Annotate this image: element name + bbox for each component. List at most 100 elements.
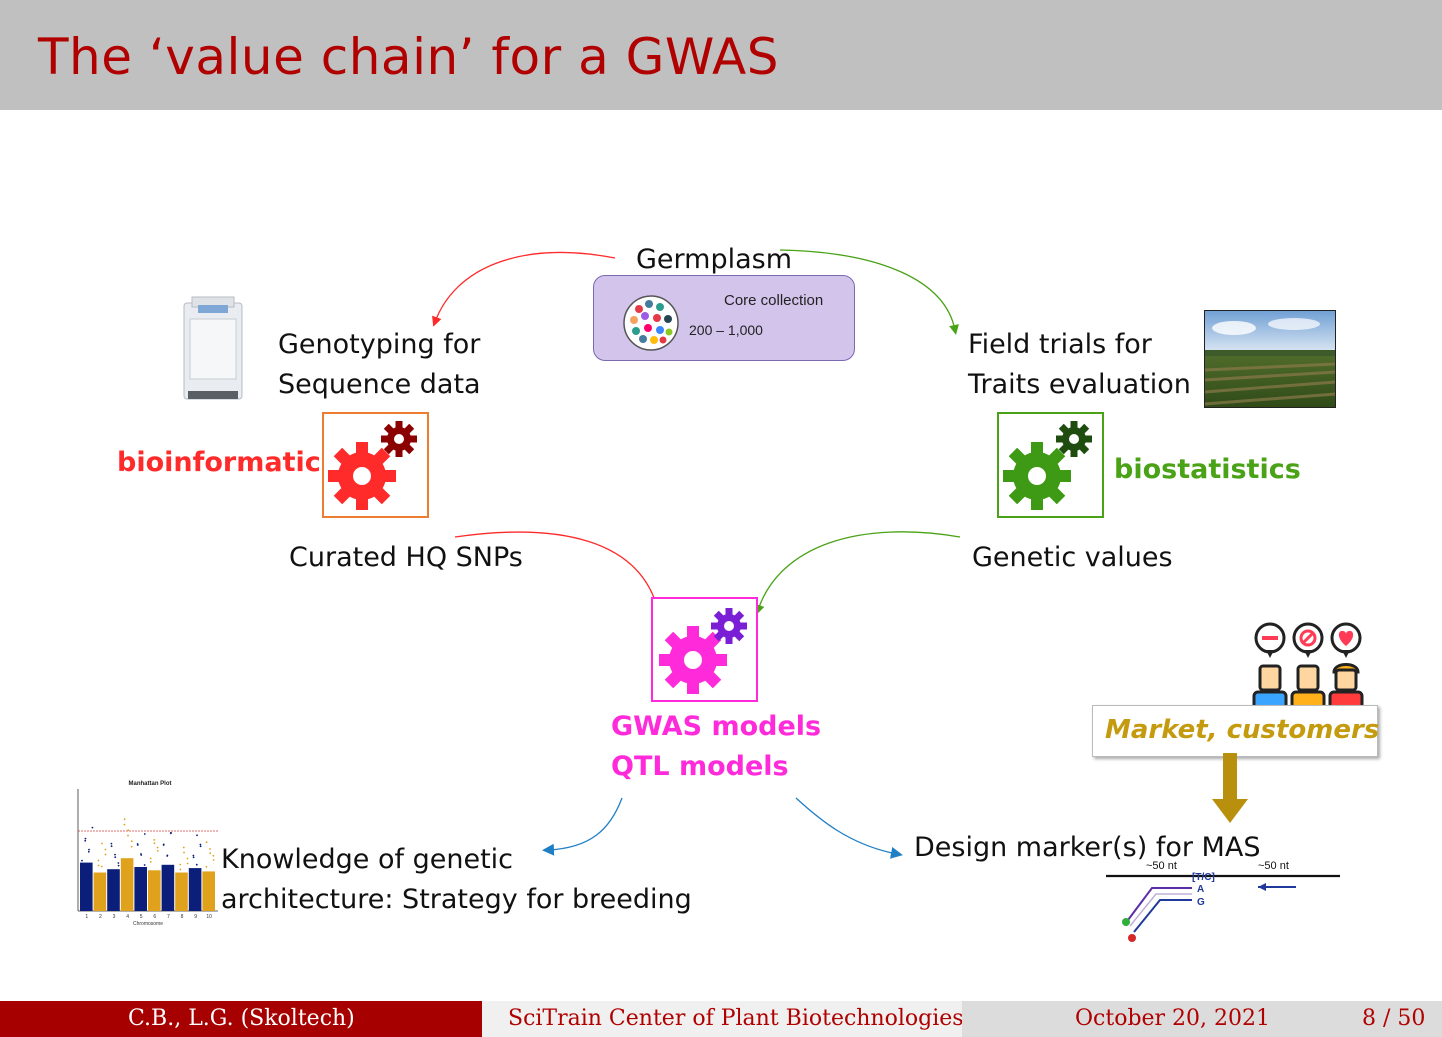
snp-point [186,862,189,865]
genotyping-line1: Genotyping for [278,329,481,360]
footer-authors: C.B., L.G. (Skoltech) [128,1006,355,1031]
snp-point [199,843,202,846]
bioinformatics-gears-icon [322,412,429,518]
snp-label: [T/C] [1192,872,1215,883]
knowledge-line2: architecture: Strategy for breeding [221,884,692,915]
arrow-snps-to-gwas [454,531,662,615]
title-bar [0,0,1442,110]
snp-point [166,855,169,857]
chromosome-tick-label: 10 [206,914,212,920]
snp-point [156,846,159,849]
chromosome-tick-label: 8 [181,914,184,920]
field-photo [1204,310,1336,408]
snp-point [97,859,100,862]
germplasm-label: Germplasm [636,244,793,275]
snp-point [123,823,126,826]
snp-point [114,853,116,856]
biostatistics-gears-icon [997,412,1104,518]
sequencer-icon [183,296,243,400]
core-collection-title: Core collection [724,292,824,309]
snp-point [100,865,103,868]
snp-point [123,818,126,821]
snp-point [205,865,208,868]
chromosome-band [80,862,93,911]
snp-point [179,863,182,866]
snp-point [212,854,215,857]
chromosome-band [202,871,215,911]
snp-point [156,850,159,852]
snp-point [143,833,146,835]
snp-point [104,853,107,856]
manhattan-title: Manhattan Plot [129,781,172,787]
marker-design-figure: ~50 nt ~50 nt [T/C] A G [1106,860,1340,942]
snp-point [104,848,107,851]
snp-point [192,854,195,857]
snp-point [114,856,117,859]
biostatistics-label: biostatistics [1114,454,1301,485]
snp-point [130,845,133,848]
snp-point [183,851,185,854]
footer-date: October 20, 2021 [1075,1006,1271,1031]
chromosome-band [175,872,188,911]
snp-point [101,842,103,845]
chromosome-tick-label: 3 [113,914,116,920]
snp-point [127,834,129,837]
snp-point [130,840,133,843]
chromosome-band [93,872,107,911]
snp-point [97,864,100,867]
knowledge-line1: Knowledge of genetic [221,844,514,875]
market-down-arrow [1212,753,1248,823]
chromosome-band [188,868,202,911]
snp-point [110,845,113,848]
customers-icon [1252,622,1364,716]
snp-point [199,845,202,848]
design-marker-label: Design marker(s) for MAS [914,832,1261,863]
arrow-germplasm-to-field [779,249,959,335]
snp-point [143,864,146,866]
market-label: Market, customers [1105,715,1380,745]
curated-snps-label: Curated HQ SNPs [289,542,523,573]
market-box: Market, customers [1092,705,1380,757]
footer-center: SciTrain Center of Plant Biotechnologies [508,1006,964,1031]
footer-authors-bg: C.B., L.G. (Skoltech) [0,1001,482,1037]
snp-point [88,848,90,851]
allele-a-label: A [1197,884,1204,895]
snp-point [153,842,156,845]
snp-point [117,862,120,864]
qtl-models-label: QTL models [611,751,789,782]
chromosome-band [120,858,134,911]
snp-point [110,842,113,845]
snp-point [136,843,139,845]
arrow-values-to-gwas [754,531,961,615]
snp-point [162,844,165,846]
manhattan-xlabel: Chromosome [133,921,163,927]
chromosome-tick-label: 4 [126,914,129,920]
snp-point [140,853,142,855]
snp-point [195,863,198,866]
snp-point [182,846,185,849]
chromosome-band [148,870,161,911]
snp-point [91,826,94,829]
chromosome-tick-label: 9 [194,914,197,920]
snp-point [84,839,87,842]
snp-point [186,857,189,860]
footer-page: 8 / 50 [1362,1006,1426,1031]
snp-point [209,848,211,850]
snp-point [81,859,83,862]
chromosome-tick-label: 6 [153,914,156,920]
snp-point [153,839,156,841]
seed-collection-icon [623,295,679,351]
field-trials-line1: Field trials for [968,329,1152,360]
snp-point [87,850,90,853]
core-collection-range: 200 – 1,000 [689,322,763,338]
footer-center-bg: SciTrain Center of Plant Biotechnologies [482,1001,964,1037]
snp-point [179,868,182,871]
footer-right-bg: October 20, 2021 8 / 50 [962,1001,1442,1037]
genetic-values-label: Genetic values [972,542,1173,573]
snp-point [192,856,195,859]
chromosome-band [161,864,175,911]
genotyping-line2: Sequence data [278,369,481,400]
snp-point [169,832,172,835]
